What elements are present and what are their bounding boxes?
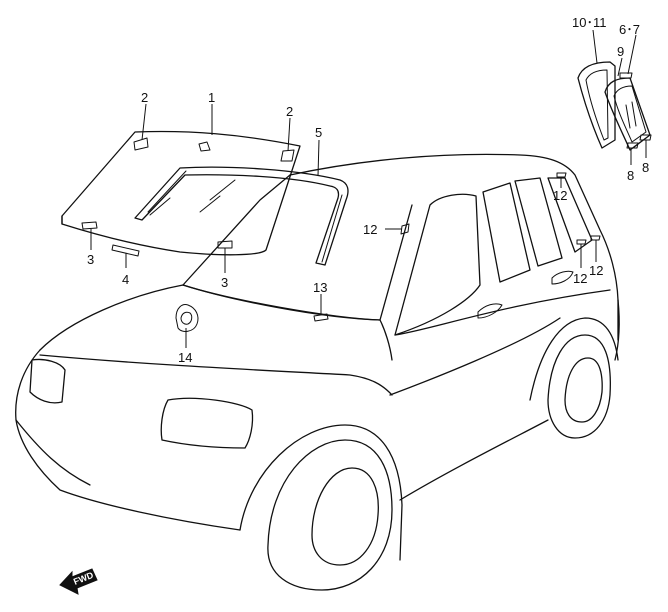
side-clips <box>400 172 601 245</box>
callout-12-upper: 12 <box>553 188 567 203</box>
windshield-glass <box>61 130 301 256</box>
callout-10-11: 10･11 <box>572 15 606 30</box>
windshield-stoppers <box>81 137 295 257</box>
callout-4: 4 <box>122 272 129 287</box>
callout-2-left: 2 <box>141 90 148 105</box>
callout-14: 14 <box>178 350 192 365</box>
callout-1: 1 <box>208 90 215 105</box>
callout-8-right: 8 <box>642 160 649 175</box>
fwd-arrow-icon <box>59 568 98 595</box>
dam-strip <box>111 244 140 257</box>
callout-12-lower-left: 12 <box>573 271 587 286</box>
stopper-upper-left <box>133 137 149 151</box>
spacer-lower-right <box>217 240 233 249</box>
callout-12-cowl: 12 <box>363 222 377 237</box>
callout-2-right: 2 <box>286 104 293 119</box>
spacer-lower-left <box>81 221 98 230</box>
callout-labels: 2 1 2 5 3 4 3 12 13 14 10･11 6･7 9 8 8 1… <box>87 15 649 365</box>
leader-lines <box>90 29 647 348</box>
stopper-upper-right <box>280 149 295 162</box>
windshield-moulding <box>134 166 349 266</box>
callout-9: 9 <box>617 44 624 59</box>
callout-5: 5 <box>315 125 322 140</box>
callout-3-right: 3 <box>221 275 228 290</box>
callout-3-left: 3 <box>87 252 94 267</box>
callout-13: 13 <box>313 280 327 295</box>
rear-quarter-glass-assembly <box>577 61 652 151</box>
callout-8-left: 8 <box>627 168 634 183</box>
callout-6-7: 6･7 <box>619 22 640 37</box>
vehicle-outline <box>15 153 620 591</box>
forward-direction-badge: FWD <box>59 568 98 595</box>
callout-12-lower-right: 12 <box>589 263 603 278</box>
